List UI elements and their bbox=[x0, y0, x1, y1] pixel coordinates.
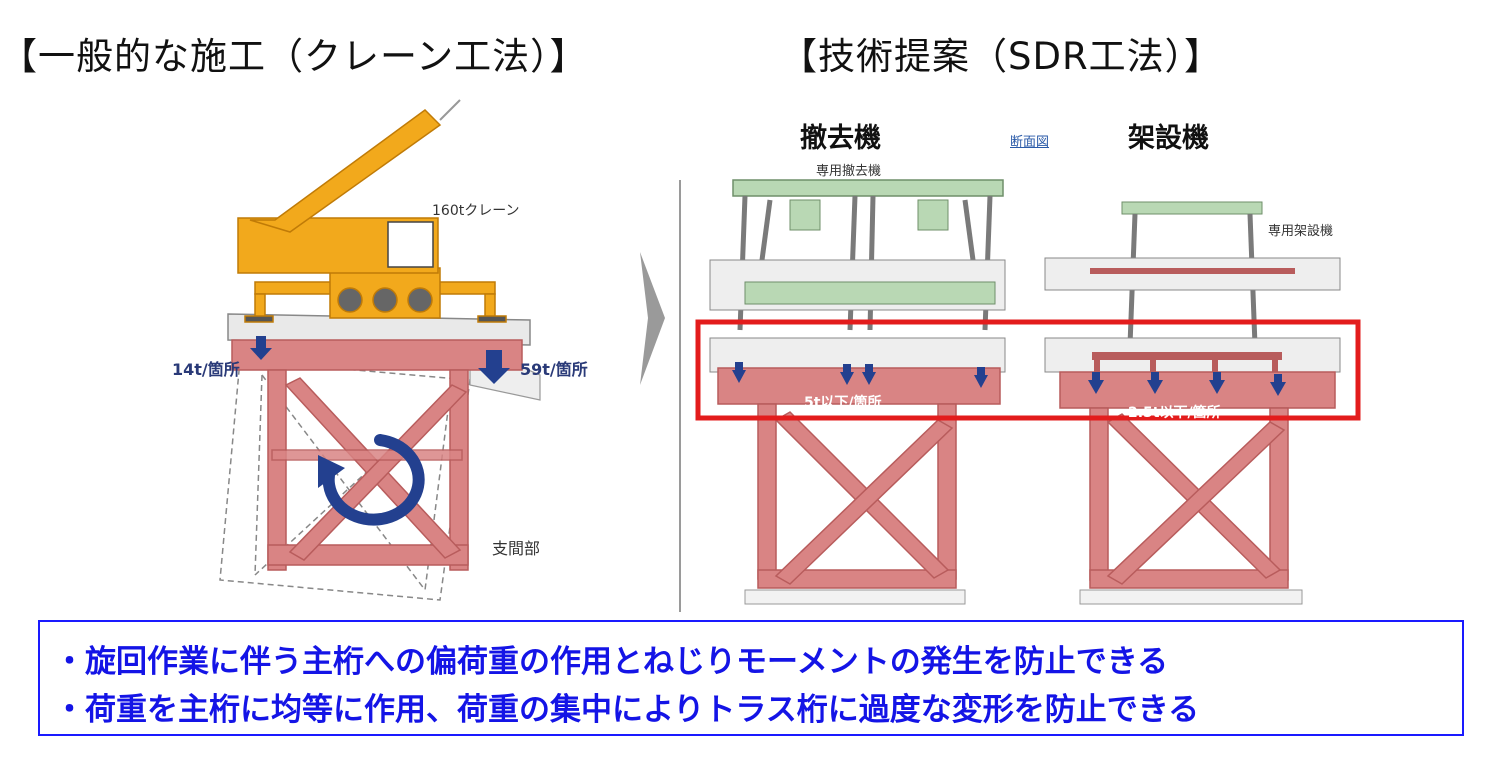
span-label: 支間部 bbox=[492, 539, 541, 558]
truss-left bbox=[231, 339, 523, 571]
crane-method-diagram bbox=[219, 99, 541, 601]
load-arrow-left bbox=[250, 336, 272, 360]
load-label-left: 14t/箇所 bbox=[172, 360, 240, 379]
sdr-remover-diagram bbox=[709, 179, 1006, 605]
load-label-right: 59t/箇所 bbox=[520, 360, 588, 379]
benefits-box: ・旋回作業に伴う主桁への偏荷重の作用とねじりモーメントの発生を防止できる ・荷重… bbox=[38, 620, 1464, 736]
erector-heading: 架設機 bbox=[1128, 123, 1209, 154]
right-title: 【技術提案（SDR工法）】 bbox=[780, 35, 1223, 78]
construction-diagram bbox=[219, 99, 1361, 612]
benefit-line-1: ・旋回作業に伴う主桁への偏荷重の作用とねじりモーメントの発生を防止できる bbox=[54, 644, 1169, 680]
load-label-remover: 5t以下/箇所 bbox=[804, 395, 882, 411]
load-label-erector: 2.5t以下/箇所 bbox=[1128, 405, 1221, 421]
left-title: 【一般的な施工（クレーン工法）】 bbox=[0, 35, 588, 78]
crane-label: 160tクレーン bbox=[432, 203, 520, 219]
benefit-line-2: ・荷重を主桁に均等に作用、荷重の集中によりトラス桁に過度な変形を防止できる bbox=[54, 692, 1200, 728]
load-arrow-right bbox=[478, 350, 510, 384]
remover-heading: 撤去機 bbox=[800, 123, 881, 154]
direction-chevron-icon bbox=[640, 252, 665, 385]
highlight-box bbox=[695, 319, 1361, 421]
remover-caption: 専用撤去機 bbox=[816, 164, 882, 179]
erector-caption: 専用架設機 bbox=[1268, 224, 1334, 239]
sdr-erector-diagram bbox=[1044, 201, 1341, 605]
rotation-arrow-icon bbox=[318, 434, 425, 526]
section-link[interactable]: 断面図 bbox=[1010, 135, 1050, 150]
crane-body bbox=[237, 99, 461, 319]
